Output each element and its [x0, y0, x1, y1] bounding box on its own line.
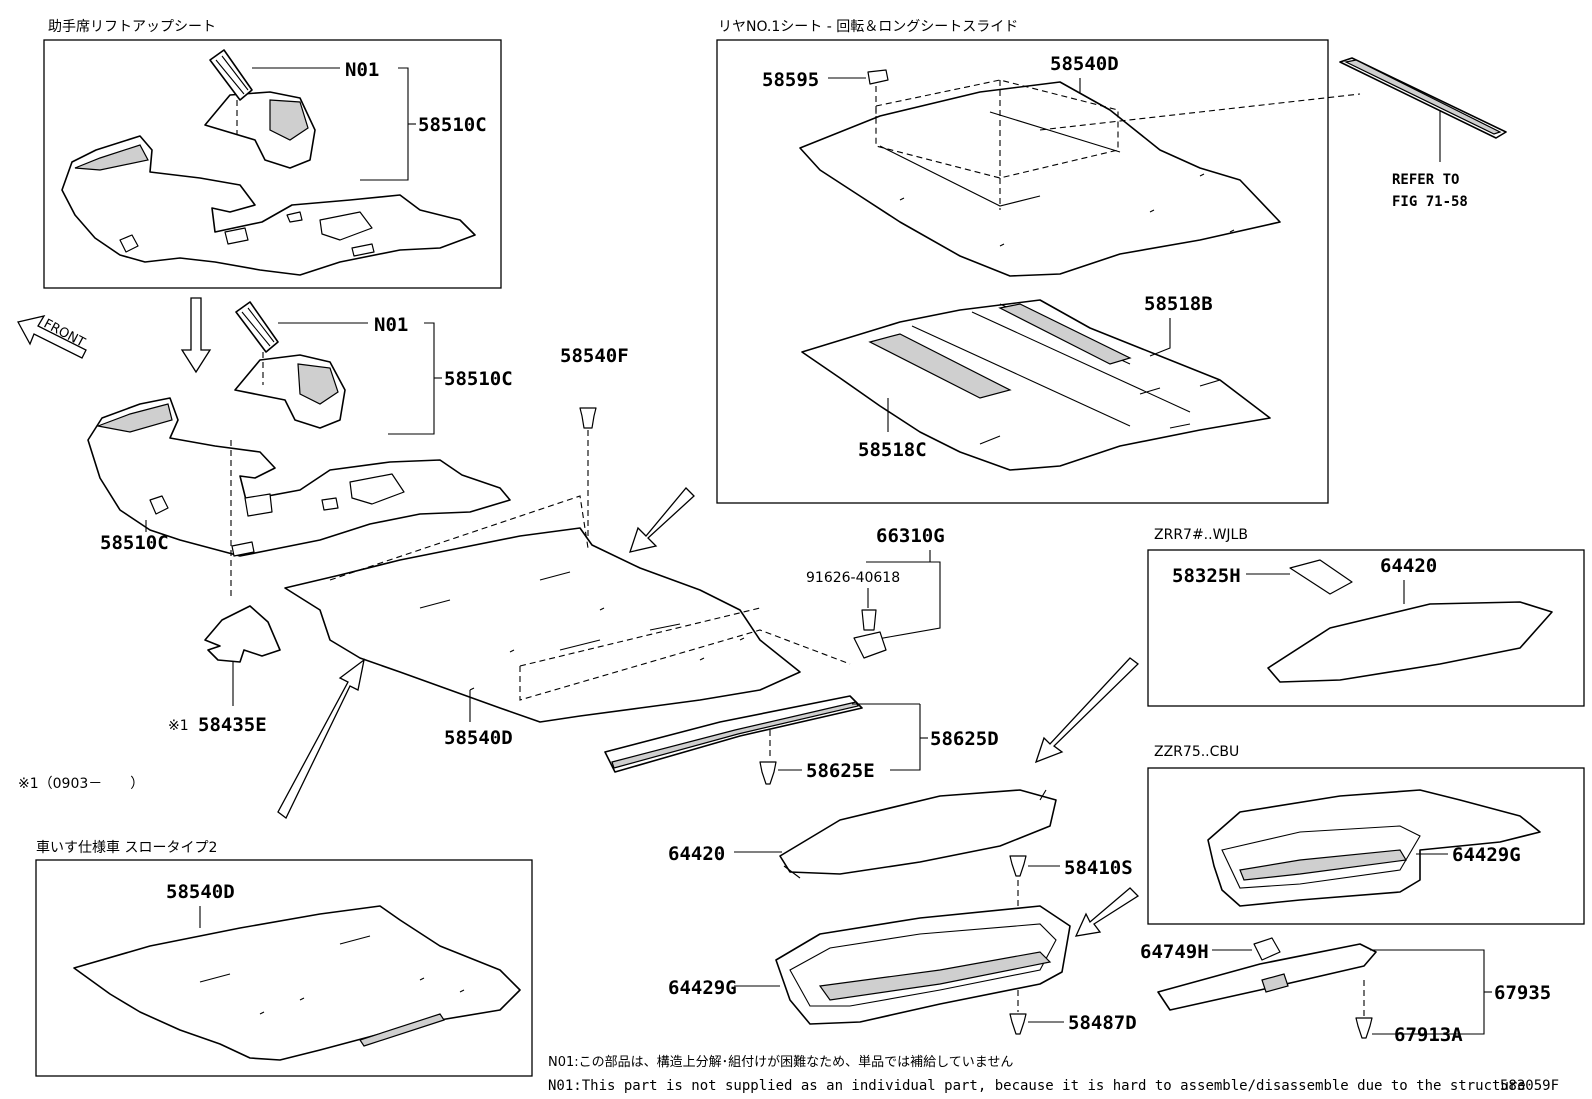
label-58435e-mark: ※1	[168, 718, 189, 734]
label-58410s: 58410S	[1064, 857, 1133, 879]
label-n01-mid: N01	[374, 314, 408, 336]
floor-carpet-rear-upper	[799, 79, 1361, 277]
part-58625d-rail: 58625D 58625E	[604, 695, 999, 785]
part-58487d: 58487D	[1009, 1012, 1137, 1035]
variant-zzr75-section: ZZR75..CBU 64429G	[1147, 744, 1585, 925]
part-58435e: ※1 58435E	[168, 605, 281, 736]
part-64429g-variant-tray	[1207, 789, 1541, 907]
floor-carpet-wheelchair-illustration	[73, 905, 521, 1061]
label-91626-40618: 91626-40618	[806, 570, 900, 586]
part-64749h-clip	[1253, 937, 1281, 961]
arrow-to-cover	[1034, 657, 1139, 764]
label-67935: 67935	[1494, 982, 1551, 1004]
arrow-to-tray	[1074, 887, 1140, 937]
rear-seat-section: リヤNO.1シート - 回転＆ロングシートスライド 58595 58540D R…	[716, 19, 1507, 504]
floor-carpet-rear-lower	[801, 299, 1271, 471]
refer-rail-illustration: REFER TO FIG 71-58	[1339, 57, 1507, 210]
variant-zzr75-title: ZZR75..CBU	[1154, 744, 1239, 760]
label-58595: 58595	[762, 69, 819, 91]
refer-to-line1: REFER TO	[1392, 172, 1459, 188]
label-64420-main: 64420	[668, 843, 725, 865]
label-58487d: 58487D	[1068, 1012, 1137, 1034]
label-58540f: 58540F	[560, 345, 629, 367]
label-58518c: 58518C	[858, 439, 927, 461]
label-58510c-mid: 58510C	[444, 368, 513, 390]
part-64420-main: 64420	[668, 789, 1057, 879]
label-58540d-wheel: 58540D	[166, 881, 235, 903]
note-n01-jp: N01:この部品は、構造上分解･組付けが困難なため、単品では補給していません	[548, 1054, 1013, 1070]
front-direction-indicator: FRONT	[17, 315, 87, 359]
wheelchair-frame	[35, 859, 533, 1077]
lift-up-seat-frame	[43, 39, 502, 289]
wheelchair-title: 車いす仕様車 スロータイプ2	[36, 839, 217, 856]
label-58510c-left: 58510C	[100, 532, 169, 554]
part-58325h-cover	[1289, 559, 1353, 595]
lift-up-seat-title: 助手席リフトアップシート	[48, 19, 216, 35]
label-66310g: 66310G	[876, 525, 945, 547]
arrow-to-carpet-right	[629, 487, 695, 553]
lift-up-seat-section: 助手席リフトアップシート N01 58510C	[43, 19, 502, 289]
part-58595-clip	[867, 69, 889, 85]
label-58510c-top: 58510C	[418, 114, 487, 136]
part-64420-variant-cover	[1267, 601, 1553, 683]
label-64429g-box: 64429G	[1452, 844, 1521, 866]
label-64429g-main: 64429G	[668, 977, 737, 999]
wheelchair-section: 車いす仕様車 スロータイプ2 58540D	[35, 839, 533, 1077]
figure-code: 583059F	[1500, 1078, 1559, 1094]
label-58540d-rear: 58540D	[1050, 53, 1119, 75]
n01-pad-mid-illustration	[235, 301, 279, 353]
footnote-range: ※1（0903－ ）	[18, 776, 144, 792]
variant-zrr7-frame	[1147, 549, 1585, 707]
part-58540f: 58540F	[560, 345, 629, 542]
label-n01-top: N01	[345, 59, 379, 81]
arrow-to-carpet-bottom	[277, 658, 365, 819]
variant-zrr7-title: ZRR7#..WJLB	[1154, 527, 1248, 543]
label-58518b: 58518B	[1144, 293, 1213, 315]
variant-zrr7-section: ZRR7#..WJLB 58325H 64420	[1147, 527, 1585, 707]
label-64749h: 64749H	[1140, 941, 1209, 963]
rear-seat-frame	[716, 39, 1329, 504]
note-n01-en: N01:This part is not supplied as an indi…	[548, 1078, 1526, 1094]
floor-carpet-top-illustration	[61, 91, 476, 276]
part-67913a-clip	[1355, 1017, 1373, 1039]
n01-pad-top-illustration	[209, 49, 253, 101]
part-67935-scuff-plate	[1157, 943, 1377, 1011]
down-arrow	[180, 297, 212, 374]
part-66310g-group: 66310G 91626-40618	[806, 525, 945, 659]
floor-carpet-mid-section: N01 58510C 58510C	[87, 301, 513, 600]
rear-seat-title: リヤNO.1シート - 回転＆ロングシートスライド	[718, 19, 1018, 35]
part-67935-group: 64749H 67935 67913A	[1140, 937, 1551, 1046]
label-58435e: 58435E	[198, 714, 267, 736]
refer-to-line2: FIG 71-58	[1392, 194, 1468, 210]
label-58325h: 58325H	[1172, 565, 1241, 587]
label-58540d-main: 58540D	[444, 727, 513, 749]
variant-zzr75-frame	[1147, 767, 1585, 925]
label-67913a: 67913A	[1394, 1024, 1463, 1046]
label-64420-box: 64420	[1380, 555, 1437, 577]
part-64429g-main: 64429G	[668, 905, 1071, 1025]
label-58625e: 58625E	[806, 760, 875, 782]
label-58625d: 58625D	[930, 728, 999, 750]
floor-carpet-main: 58540D	[284, 495, 851, 749]
